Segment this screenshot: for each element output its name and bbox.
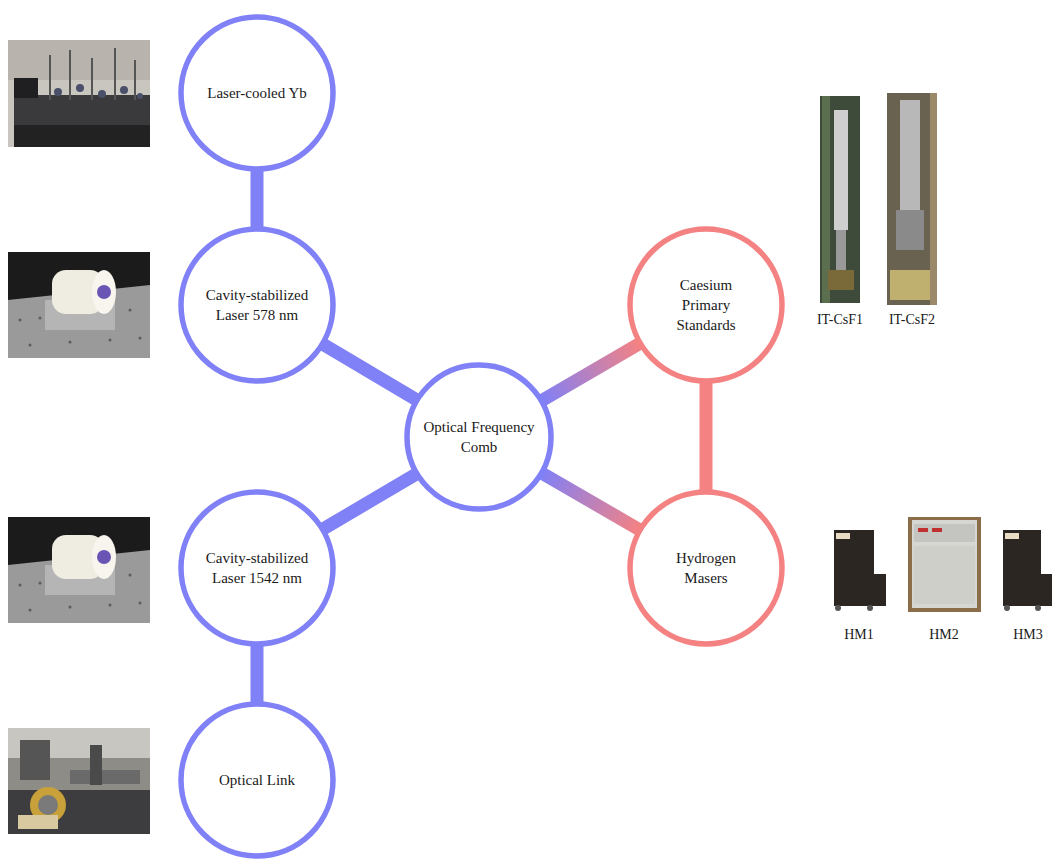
connector <box>251 644 264 704</box>
link-photo <box>8 728 150 834</box>
maser-photo <box>830 522 888 612</box>
circle-outline <box>178 226 336 384</box>
node-circle: Optical Frequency Comb <box>404 362 554 512</box>
node-label: Laser-cooled Yb <box>192 83 322 103</box>
fountain-photo <box>820 96 860 303</box>
node-label: Hydrogen Masers <box>666 548 746 589</box>
device-label: IT-CsF2 <box>889 312 935 328</box>
node-circle: Cavity-stabilized Laser 578 nm <box>178 226 336 384</box>
node-circle: Laser-cooled Yb <box>178 14 336 172</box>
connector <box>700 381 713 492</box>
connector <box>541 473 640 530</box>
node-label: Cavity-stabilized Laser 1542 nm <box>195 548 320 589</box>
maser-photo <box>1001 522 1053 612</box>
maser-photo <box>908 517 981 612</box>
connector <box>322 344 417 400</box>
node-label: Cavity-stabilized Laser 578 nm <box>195 285 320 326</box>
node-label: Caesium Primary Standards <box>661 275 751 336</box>
circle-outline <box>178 489 336 647</box>
node-circle: Optical Link <box>178 701 336 859</box>
cavity-photo <box>8 517 150 623</box>
device-label: HM1 <box>844 627 874 643</box>
device-label: HM3 <box>1013 627 1043 643</box>
cavity-photo <box>8 252 150 358</box>
node-circle: Caesium Primary Standards <box>627 226 785 384</box>
circle-outline <box>627 489 785 647</box>
node-label: Optical Link <box>192 770 322 790</box>
node-circle: Hydrogen Masers <box>627 489 785 647</box>
node-label: Optical Frequency Comb <box>423 417 535 458</box>
node-circle: Cavity-stabilized Laser 1542 nm <box>178 489 336 647</box>
device-label: IT-CsF1 <box>817 312 863 328</box>
lab-photo <box>8 40 150 147</box>
connector <box>322 474 417 530</box>
connector <box>541 343 640 401</box>
device-label: HM2 <box>929 627 959 643</box>
circle-outline <box>404 362 554 512</box>
fountain-photo <box>887 93 937 305</box>
connector <box>251 169 264 229</box>
